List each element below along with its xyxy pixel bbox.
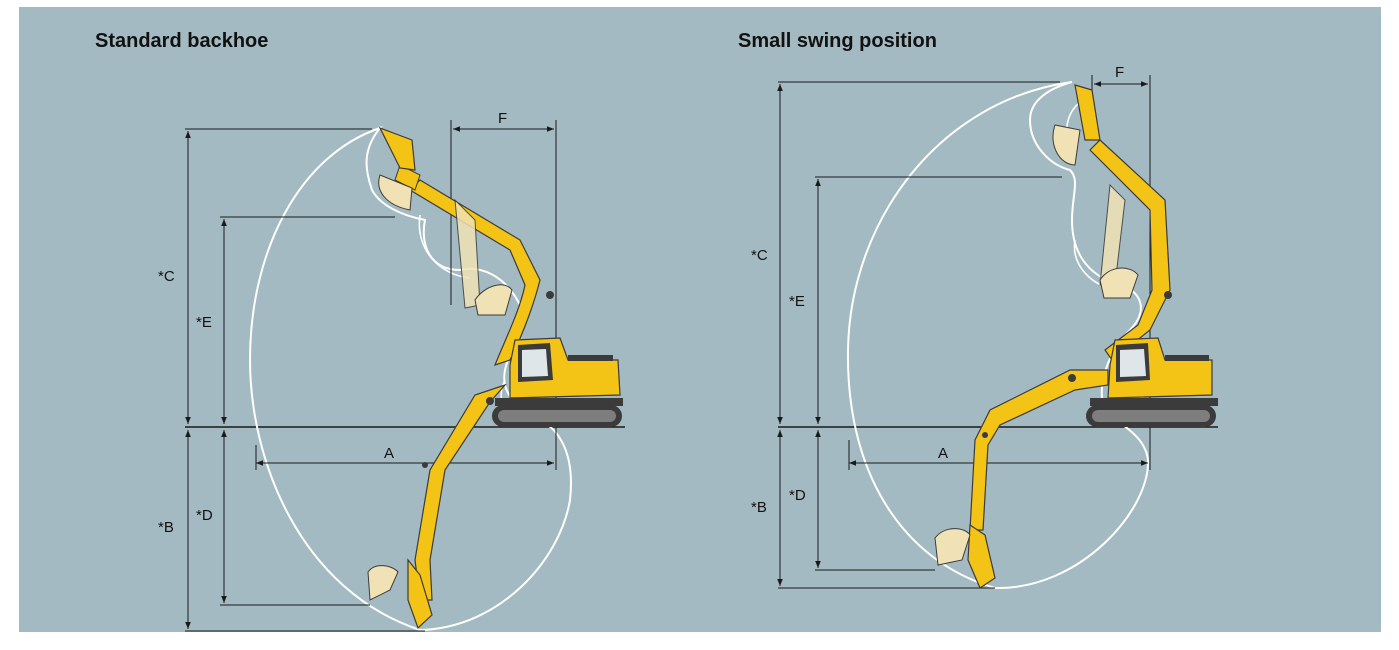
dim-label-a: A: [938, 445, 948, 462]
dim-label-e: *E: [196, 314, 212, 331]
dimension-lines: [777, 75, 1151, 589]
excavator-lower-pose: [934, 369, 1109, 589]
inner-arc: [418, 214, 471, 279]
figure-small-swing: *C *E *B *D A F: [751, 64, 1218, 590]
dim-label-a: A: [384, 445, 394, 462]
dim-label-f: F: [1115, 64, 1124, 81]
dim-label-e: *E: [789, 293, 805, 310]
excavator-upper-pose: [378, 126, 554, 366]
title-standard-backhoe: Standard backhoe: [95, 30, 269, 52]
figure-standard-backhoe: *C *E *B *D A F: [158, 110, 625, 632]
excavator-lower-pose: [367, 383, 507, 630]
dim-label-b: *B: [751, 499, 767, 516]
dim-label-d: *D: [789, 487, 806, 504]
excavator-body: [1086, 337, 1218, 427]
dim-label-c: *C: [158, 268, 175, 285]
excavator-body: [492, 337, 623, 427]
dim-label-b: *B: [158, 519, 174, 536]
dimension-lines: [185, 120, 557, 632]
dim-label-d: *D: [196, 507, 213, 524]
excavator-upper-pose: [1052, 84, 1172, 361]
dim-label-c: *C: [751, 247, 768, 264]
title-small-swing: Small swing position: [738, 30, 937, 52]
dim-label-f: F: [498, 110, 507, 127]
